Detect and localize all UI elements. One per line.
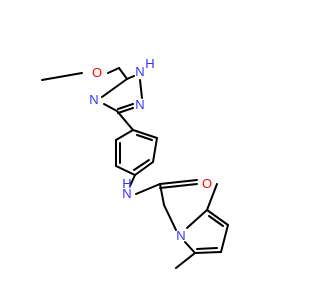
- bond-nh-co: [135, 183, 161, 195]
- atom-triazole-h: H: [145, 56, 154, 71]
- bond-pyr-c4-c5-dbl: [196, 247, 218, 250]
- bond-ph-inner-a: [136, 134, 153, 141]
- atom-pyrrole-nitrogen: N: [176, 228, 185, 243]
- bond-pyr-c5-n: [184, 241, 196, 254]
- atom-triazole-n2: N: [135, 97, 144, 112]
- bond-ch2-npyr: [163, 204, 177, 231]
- bond-triazole-c3-n2-dbl: [117, 107, 134, 114]
- bond-c3-ph: [116, 110, 134, 131]
- molecule-diagram: O N H N N N H O N: [41, 56, 229, 269]
- bond-ch2-ring: [118, 67, 128, 80]
- bonds: [41, 67, 229, 269]
- atom-methoxy-oxygen: O: [92, 65, 102, 80]
- structure-canvas: O N H N N N H O N: [41, 56, 229, 269]
- atom-triazole-n-nh: N: [135, 64, 144, 79]
- bond-pyr-c3-c4: [220, 224, 229, 253]
- bond-co-o-dbl: [159, 183, 198, 189]
- bond-pyr-c4-c5: [194, 251, 222, 254]
- bond-ph-2-3: [152, 137, 158, 163]
- bond-pyr-c5-me: [175, 252, 196, 269]
- bond-pyr-n-c2: [186, 209, 208, 229]
- bond-triazole-c3-n2: [117, 103, 134, 110]
- bond-co-ch2: [159, 183, 165, 206]
- bond-ph-1-2: [132, 129, 158, 139]
- bond-triazole-c5-n4: [101, 78, 128, 98]
- bond-ph-6-1: [115, 129, 134, 141]
- bond-o-ch2: [107, 67, 120, 74]
- bond-ph-3-4: [134, 161, 154, 176]
- bond-triazole-c5-n1h: [126, 75, 135, 80]
- bond-triazole-n1-n2: [139, 79, 143, 99]
- bond-ph-inner-b: [133, 159, 150, 171]
- atom-amide-oxygen: O: [202, 176, 212, 191]
- atom-amide-nitrogen: N: [122, 186, 131, 201]
- bond-pyr-c2-c3: [206, 209, 229, 226]
- atom-amide-h: H: [122, 176, 131, 191]
- bond-pyr-c2-c3-dbl: [208, 215, 224, 227]
- bond-methyl-o: [41, 72, 83, 81]
- bond-ph-nh: [129, 174, 136, 187]
- bond-pyr-c2-me: [206, 183, 218, 211]
- atom-triazole-n1: N: [89, 92, 98, 107]
- bond-co-o: [159, 179, 198, 185]
- bond-ph-4-5: [115, 165, 136, 176]
- bond-triazole-n4-c3: [103, 103, 118, 112]
